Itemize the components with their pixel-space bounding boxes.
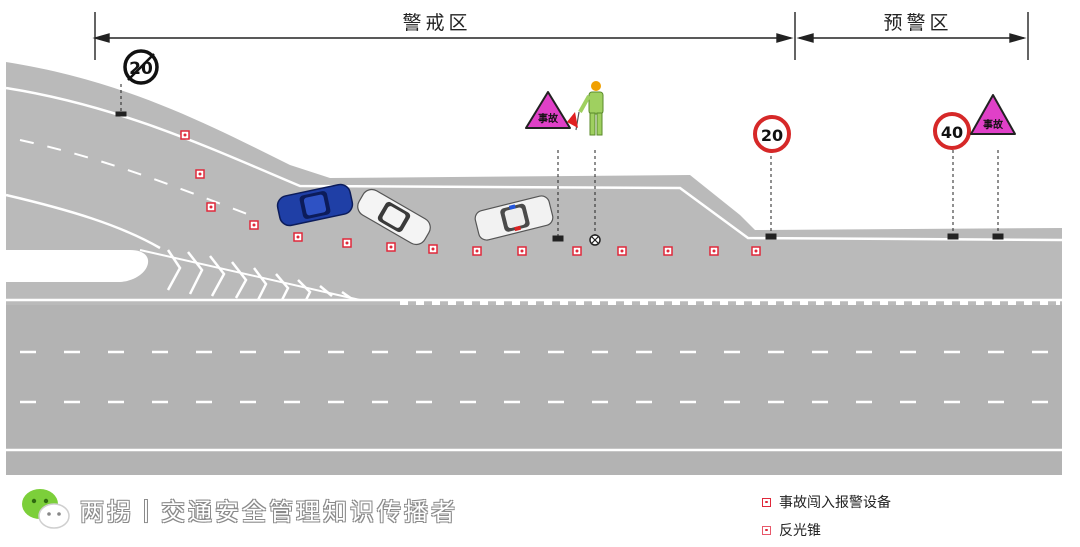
speed-sign-20: 20	[753, 115, 791, 153]
reflective-cones	[180, 130, 761, 256]
wechat-icon	[18, 486, 74, 532]
reflective-cone-dot	[183, 133, 187, 137]
road-surface	[6, 62, 1062, 475]
legend: 事故闯入报警设备 反光锥	[762, 488, 891, 544]
reflective-cone-dot	[575, 249, 579, 253]
reflective-cone-dot	[666, 249, 670, 253]
svg-text:事故: 事故	[983, 118, 1004, 131]
zone-dimension-lines	[92, 12, 1029, 60]
legend-label: 反光锥	[779, 523, 821, 539]
reflective-cone-dot	[252, 223, 256, 227]
warning-zone-label: 预警区	[883, 12, 952, 34]
reflective-cone-dot	[345, 241, 349, 245]
accident-warning-sign: 事故	[970, 94, 1016, 135]
legend-item-alarm-device: 事故闯入报警设备	[762, 488, 891, 516]
alarm-device	[589, 234, 601, 246]
reflective-cone-dot	[209, 205, 213, 209]
speed-sign-40: 40	[933, 112, 971, 150]
reflective-cone-dot	[620, 249, 624, 253]
police-car	[474, 195, 554, 241]
reflective-cone-dot	[431, 247, 435, 251]
svg-text:20: 20	[761, 126, 783, 145]
reflective-cone-dot	[475, 249, 479, 253]
accident-warning-sign: 事故	[525, 91, 571, 129]
reflective-cone-dot	[389, 245, 393, 249]
svg-text:40: 40	[941, 123, 963, 142]
credit-watermark: 两拐丨交通安全管理知识传播者	[18, 486, 458, 532]
blue-car	[276, 183, 354, 227]
alarm-device-icon	[762, 497, 771, 507]
white-car	[357, 188, 431, 246]
reflective-cone-dot	[296, 235, 300, 239]
cone-icon	[762, 525, 771, 535]
alarm-device-posts	[115, 84, 1004, 242]
speed-sign-derestricted: 20	[123, 49, 159, 85]
reflective-cone-dot	[754, 249, 758, 253]
svg-text:事故: 事故	[538, 112, 559, 125]
credit-text: 两拐丨交通安全管理知识传播者	[80, 497, 458, 526]
reflective-cone-dot	[198, 172, 202, 176]
traffic-flagger	[567, 81, 604, 136]
alert-zone-label: 警戒区	[402, 12, 471, 34]
reflective-cone-dot	[520, 249, 524, 253]
reflective-cone-dot	[712, 249, 716, 253]
legend-label: 事故闯入报警设备	[779, 495, 891, 511]
legend-item-cone: 反光锥	[762, 516, 891, 544]
